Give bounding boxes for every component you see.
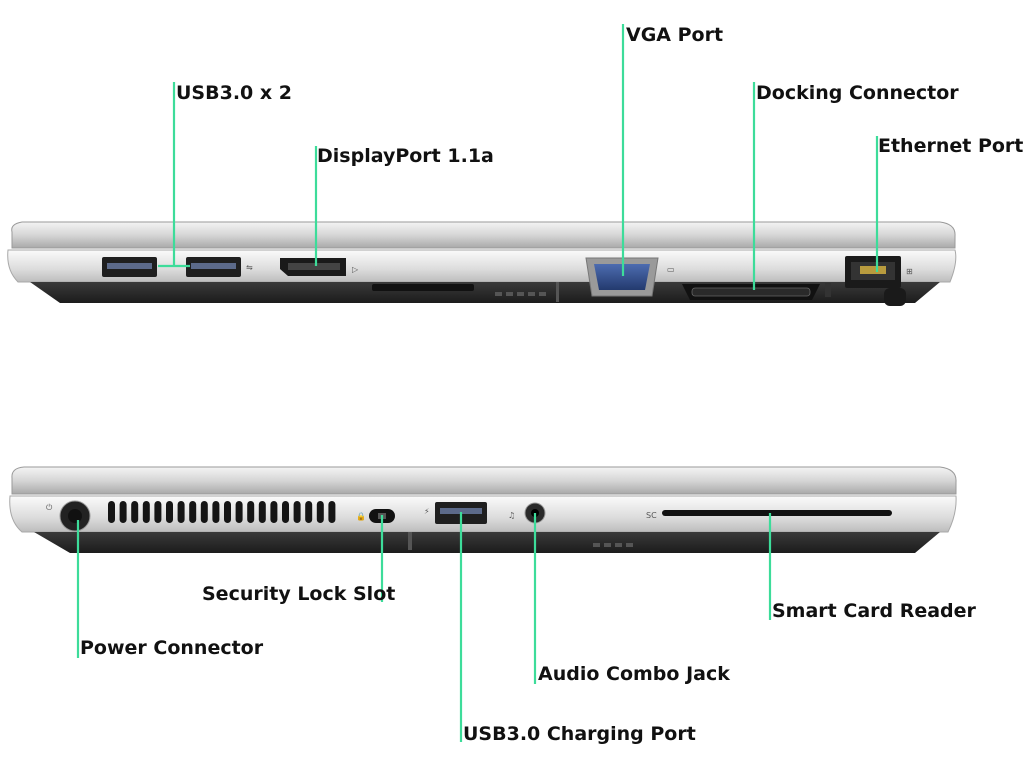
- vent-slot: [328, 501, 336, 523]
- vent-slot: [119, 501, 127, 523]
- displayport-port: [280, 258, 346, 276]
- docking-connector: [682, 283, 831, 300]
- label-security-lock-slot: Security Lock Slot: [202, 583, 395, 605]
- ethernet-glyph: ⊞: [906, 267, 913, 276]
- label-audio-combo-jack: Audio Combo Jack: [538, 663, 730, 685]
- vent-slot: [316, 501, 324, 523]
- vent-slot: [131, 501, 139, 523]
- power-glyph: ⏻: [46, 503, 53, 512]
- label-smart-card-reader: Smart Card Reader: [772, 600, 977, 622]
- vent-slot: [270, 501, 278, 523]
- usb-ss-glyph: ⇋: [246, 263, 253, 272]
- vga-glyph: ▭: [667, 265, 675, 274]
- vent-slot: [212, 501, 220, 523]
- label-docking-connector: Docking Connector: [756, 82, 959, 104]
- ethernet-port: [845, 256, 906, 306]
- leader-lines: [76, 24, 879, 742]
- vent-slot: [108, 501, 115, 523]
- vent-slot: [235, 501, 243, 523]
- power-connector: [59, 500, 91, 532]
- smart-card-slot: [662, 510, 892, 516]
- vent-slot: [177, 501, 185, 523]
- vent-slot: [166, 501, 173, 523]
- bottom-vent-dots: [593, 543, 633, 547]
- label-usb30-x2: USB3.0 x 2: [176, 82, 292, 104]
- vent-slots: [108, 501, 336, 523]
- vent-slot: [189, 501, 197, 523]
- usb-charge-glyph: ⚡: [424, 507, 430, 516]
- vent-slot: [305, 501, 313, 523]
- label-ethernet-port: Ethernet Port: [878, 135, 1023, 157]
- vent-slot: [247, 501, 255, 523]
- vent-slot: [224, 501, 231, 523]
- label-power-connector: Power Connector: [80, 637, 264, 659]
- usb-port-1: [102, 257, 157, 277]
- bottom-laptop-side: ⏻ 🔒 ⚡ ♫ SC: [9, 466, 957, 553]
- label-usb30-charging-port: USB3.0 Charging Port: [463, 723, 696, 745]
- vent-slot: [293, 501, 301, 523]
- label-vga-port: VGA Port: [626, 24, 723, 46]
- vga-port: [585, 257, 659, 297]
- usb-port-2: [186, 257, 241, 277]
- label-displayport: DisplayPort 1.1a: [317, 145, 494, 167]
- callout-labels: USB3.0 x 2 DisplayPort 1.1a VGA Port Doc…: [80, 24, 1023, 745]
- top-laptop-side: ⇋ ▷ ▭ ⊞: [7, 221, 957, 306]
- lock-glyph: 🔒: [356, 512, 366, 521]
- vent-slot: [142, 501, 150, 523]
- top-vent-dots: [495, 292, 546, 296]
- sc-marking: SC: [646, 511, 657, 520]
- headset-glyph: ♫: [508, 511, 515, 520]
- vent-slot: [154, 501, 162, 523]
- vent-slot: [258, 501, 266, 523]
- vent-slot: [282, 501, 289, 523]
- displayport-glyph: ▷: [352, 265, 359, 274]
- vent-slot: [200, 501, 208, 523]
